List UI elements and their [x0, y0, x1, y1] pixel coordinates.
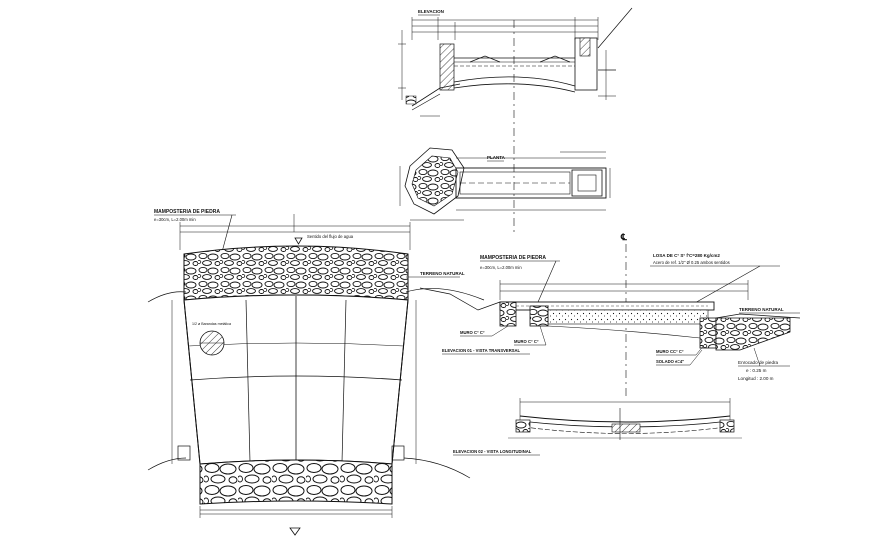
sentido-flujo-label: Sentido del flujo de agua [307, 234, 354, 239]
planta-label: PLANTA [487, 155, 506, 160]
detalle-circle-label: 1/2 ø Barandas metálica [192, 322, 231, 326]
muro-1-label: MURO C° C° [460, 330, 485, 335]
muro-2-label: MURO C° C° [514, 339, 539, 344]
mamposteria-left-sub: e=30cm, L=2.00m min [154, 217, 196, 222]
elevacion-02-label: ELEVACION 02 - VISTA LONGITUDINAL [453, 449, 532, 454]
elevacion-01-label: ELEVACION 01 - VISTA TRANSVERSAL [442, 348, 521, 353]
top-elevation-view: ELEVACION [398, 7, 633, 117]
elevacion-top-label: ELEVACION [418, 9, 444, 14]
mamposteria-right-sub: e=30cm, L=2.00m min [480, 265, 522, 270]
elevation-01-transversal: ℄ LOSA DE C° S° f'C=280 Kg/cm2 Acero de … [419, 232, 801, 400]
enrocado-e-label: e : 0.25 m [746, 368, 767, 373]
mamposteria-right-label: MAMPOSTERIA DE PIEDRA [480, 255, 546, 261]
centerline-symbol: ℄ [620, 232, 627, 242]
enrocado-label: Enrocado de piedra [738, 360, 779, 365]
solado-label: SOLADO e=4" [656, 359, 684, 364]
muro-3-label: MURO CC° C° [656, 349, 684, 354]
longitud-label: Longitud : 2.00 m [738, 376, 774, 381]
mamposteria-left-label: MAMPOSTERIA DE PIEDRA [154, 209, 220, 215]
acero-label: Acero de ref. 1/2" Ø 0.25 ambos sentidos [653, 260, 730, 265]
elevation-02-longitudinal: ELEVACION 02 - VISTA LONGITUDINAL [453, 398, 742, 456]
plan-view: PLANTA [399, 147, 611, 221]
terreno-natural-right-label: TERRENO NATURAL [739, 307, 784, 312]
left-large-plan: MAMPOSTERIA DE PIEDRA e=30cm, L=2.00m mi… [147, 209, 485, 536]
terreno-natural-left-label: TERRENO NATURAL [420, 271, 465, 276]
losa-label: LOSA DE C° S° f'C=280 Kg/cm2 [653, 253, 720, 258]
